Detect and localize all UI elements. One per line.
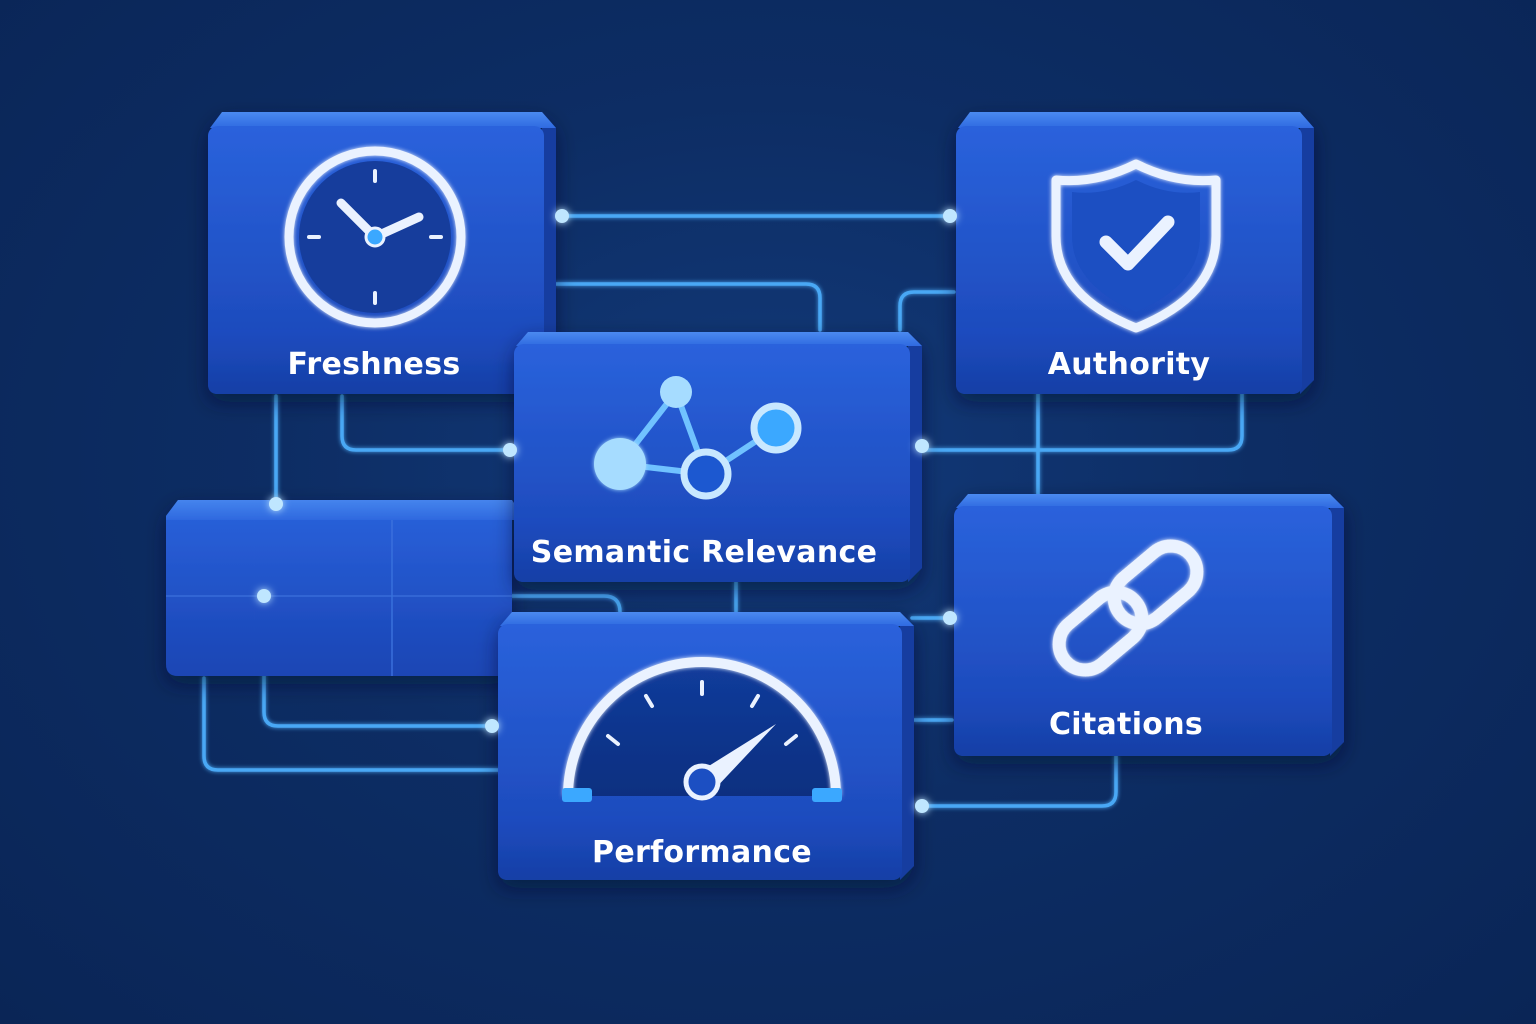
connector-dot <box>943 611 957 625</box>
speedometer-gauge-icon <box>562 657 842 802</box>
connector-freshness-semantic-top <box>554 282 822 332</box>
node-semantic-relevance: Semantic Relevance <box>514 332 922 582</box>
connector-freshness-semantic-side <box>340 394 512 452</box>
connector-dot <box>257 589 271 603</box>
network-graph-icon <box>594 376 802 500</box>
performance-label: Performance <box>592 835 812 870</box>
connector-performance-citations-bottom <box>920 754 1118 808</box>
node-citations: Citations <box>954 494 1344 756</box>
connector-dots <box>257 209 957 813</box>
freshness-label: Freshness <box>287 347 460 382</box>
shield-check-icon <box>1051 159 1221 333</box>
node-freshness: Freshness <box>208 112 556 394</box>
node-blank-panel <box>166 500 520 676</box>
connector-dot <box>269 497 283 511</box>
clock-icon <box>284 146 466 328</box>
authority-label: Authority <box>1048 347 1211 382</box>
connector-authority-semantic-top <box>898 290 956 332</box>
connector-panel-performance <box>262 594 494 728</box>
connector-dot <box>503 443 517 457</box>
connector-lines <box>202 214 1244 808</box>
connector-panel-right <box>262 594 622 614</box>
connector-dot <box>555 209 569 223</box>
connector-dot <box>915 439 929 453</box>
connector-authority-semantic-side <box>920 390 1244 452</box>
connector-dot <box>915 799 929 813</box>
connector-dot <box>485 719 499 733</box>
citations-label: Citations <box>1049 707 1203 742</box>
node-performance: Performance <box>498 612 914 880</box>
node-authority: Authority <box>956 112 1314 394</box>
connector-panel-bottom <box>202 676 502 772</box>
connector-dot <box>943 209 957 223</box>
chain-link-icon <box>1052 539 1204 677</box>
semantic-relevance-label: Semantic Relevance <box>531 535 877 570</box>
